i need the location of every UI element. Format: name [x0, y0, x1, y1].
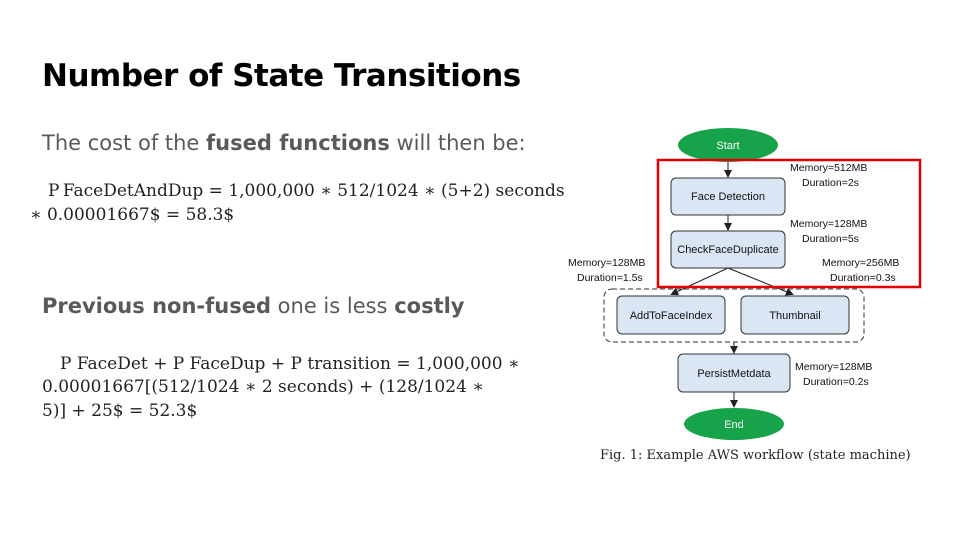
arrow-cfd-afi — [670, 267, 729, 296]
arrow-cfd-thumb — [727, 267, 794, 296]
persist-metadata-label: PersistMetdata — [697, 368, 771, 380]
add-to-face-index-node — [616, 295, 726, 335]
end-node — [684, 408, 784, 440]
check-face-duplicate-label: CheckFaceDuplicate — [677, 244, 779, 256]
nonfused-cost-intro: Previous non-fused one is less costly — [42, 294, 465, 318]
afi-memory-note: Memory=128MB — [568, 257, 645, 269]
fused-cost-intro: The cost of the fused functions will the… — [42, 131, 526, 155]
thumb-duration-note: Duration=0.3s — [830, 272, 896, 284]
afi-duration-note: Duration=1.5s — [577, 272, 643, 284]
check-face-duplicate-node — [670, 230, 786, 269]
costly-bold: costly — [394, 294, 465, 318]
end-label: End — [724, 419, 744, 431]
start-node — [678, 128, 778, 162]
intro-bold: fused functions — [206, 131, 390, 155]
fused-highlight-box — [656, 158, 922, 289]
cfd-memory-note: Memory=128MB — [790, 218, 867, 230]
thumbnail-label: Thumbnail — [769, 310, 820, 322]
fd-duration-note: Duration=2s — [802, 177, 859, 189]
face-detection-node — [670, 177, 786, 216]
thumb-memory-note: Memory=256MB — [822, 257, 899, 269]
intro-pre: The cost of the — [42, 131, 207, 155]
fd-memory-note: Memory=512MB — [790, 162, 867, 174]
thumbnail-node — [740, 295, 850, 335]
parallel-group — [603, 288, 865, 343]
face-detection-label: Face Detection — [691, 191, 765, 203]
add-to-face-index-label: AddToFaceIndex — [630, 310, 713, 322]
nonfused-bold: Previous non-fused — [42, 294, 271, 318]
formula1-row2: ∗ 0.00001667$ = 58.3$ — [30, 205, 235, 225]
formula1-row1: P FaceDetAndDup = 1,000,000 ∗ 512/1024 ∗… — [48, 181, 565, 201]
slide-title: Number of State Transitions — [42, 58, 521, 94]
pm-duration-note: Duration=0.2s — [803, 376, 869, 388]
persist-metadata-node — [677, 353, 791, 393]
figure-caption: Fig. 1: Example AWS workflow (state mach… — [600, 448, 911, 463]
start-label: Start — [716, 140, 739, 152]
formula2-row1: P FaceDet + P FaceDup + P transition = 1… — [60, 354, 520, 374]
formula2-row3: 5)] + 25$ = 52.3$ — [42, 401, 198, 421]
cfd-duration-note: Duration=5s — [802, 233, 859, 245]
pm-memory-note: Memory=128MB — [795, 361, 872, 373]
formula2-row2: 0.00001667[(512/1024 ∗ 2 seconds) + (128… — [42, 377, 484, 397]
nonfused-mid: one is less — [270, 294, 395, 318]
intro-post: will then be: — [389, 131, 526, 155]
